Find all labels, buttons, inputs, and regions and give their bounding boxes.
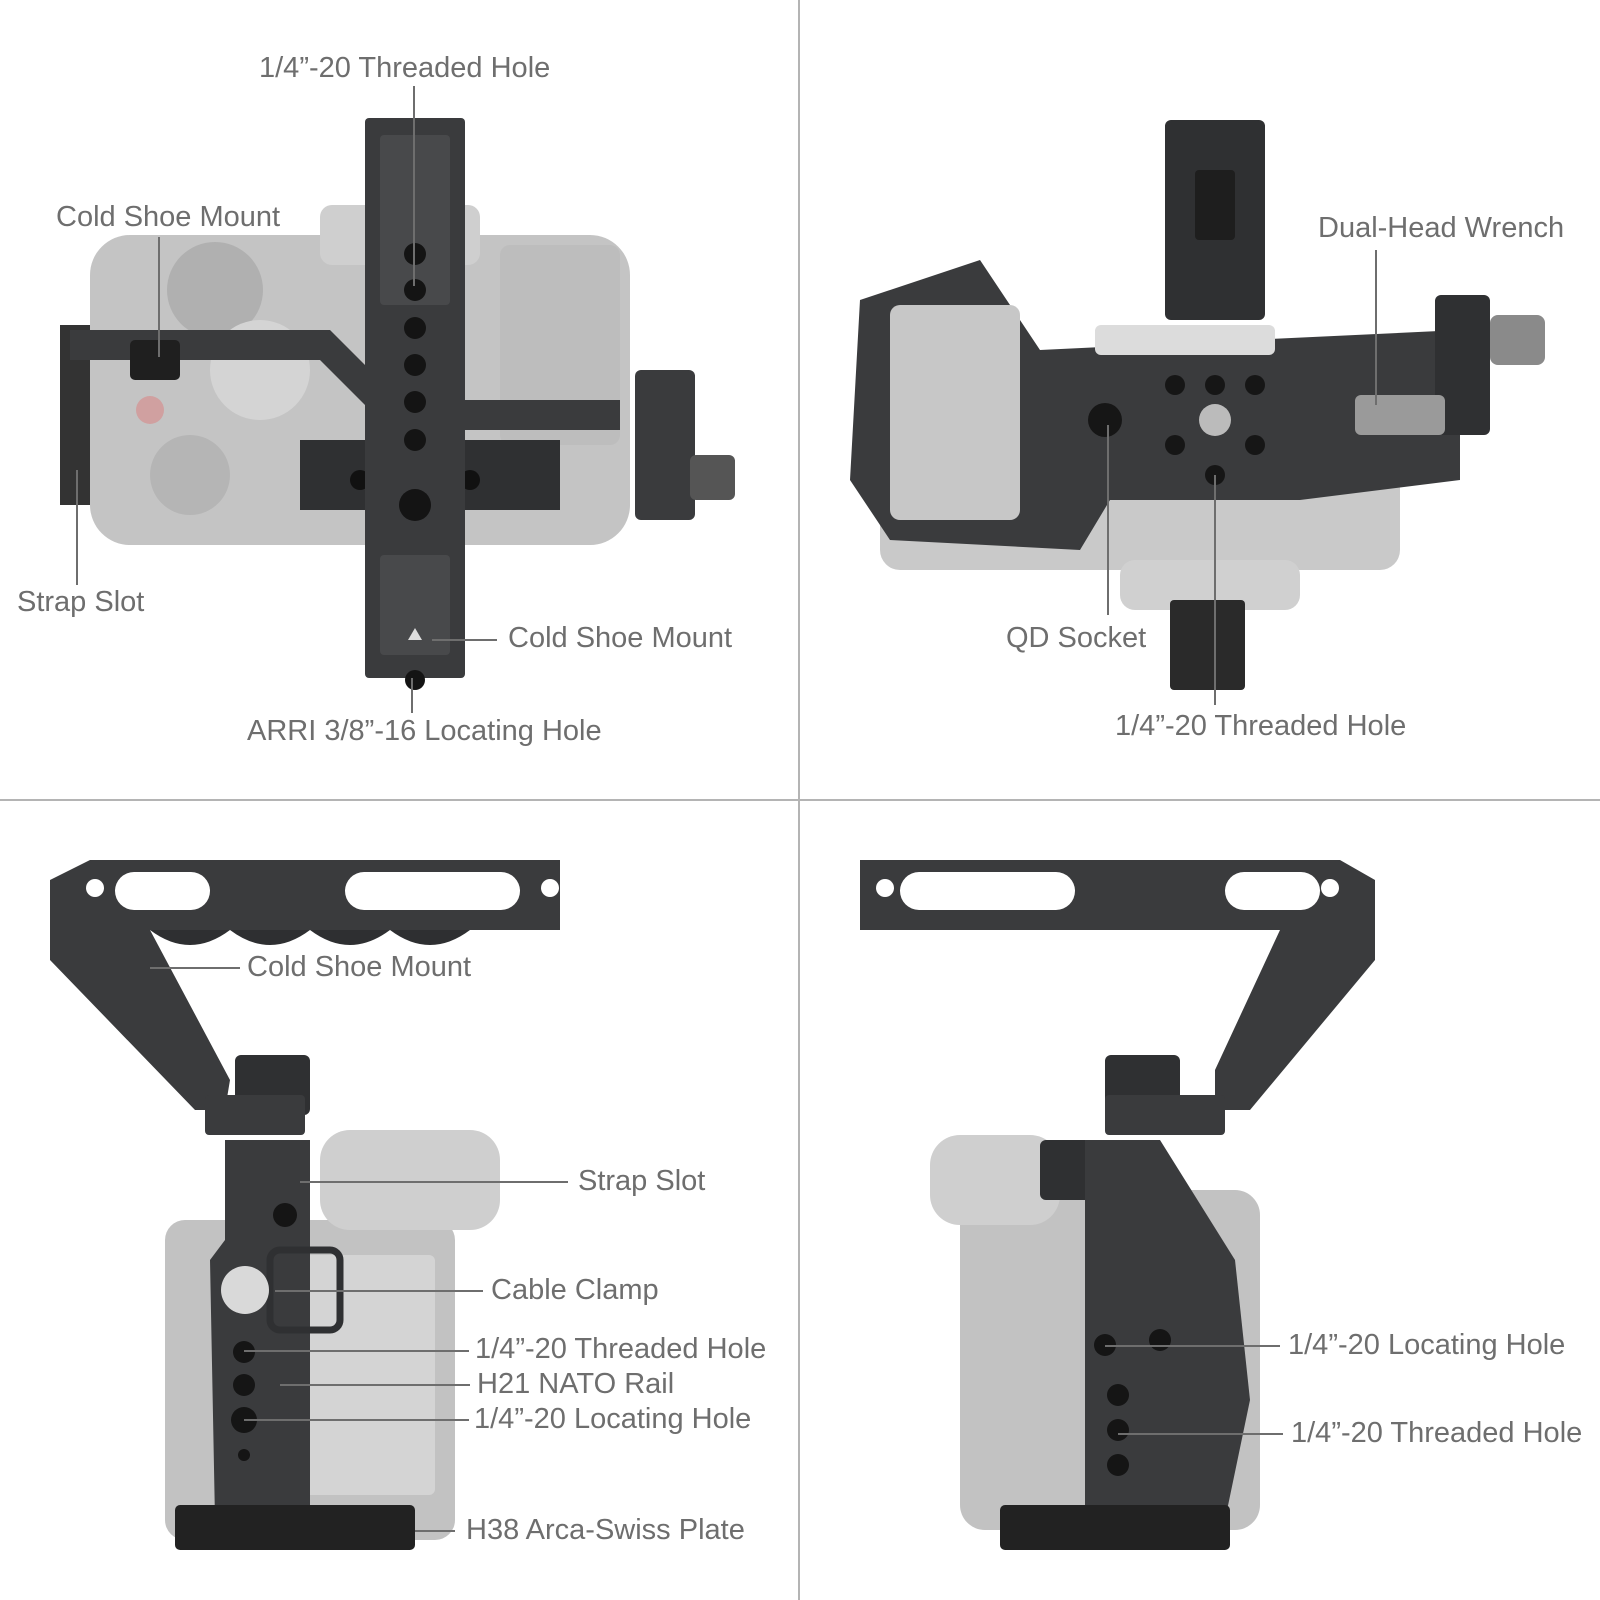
leader-strap-slot-side [300,1181,568,1183]
leader-arca-plate [415,1530,455,1532]
horizontal-divider [0,799,1600,801]
leader-cable-clamp [275,1290,483,1292]
label-cold-shoe-right: Cold Shoe Mount [508,622,733,654]
label-threaded-hole-top: 1/4”-20 Threaded Hole [259,52,551,84]
label-arri-hole: ARRI 3/8”-16 Locating Hole [247,715,602,747]
leader-nato-rail [280,1384,470,1386]
leader-cold-shoe-handle [150,967,240,969]
leader-qd-socket [1107,425,1109,615]
leader-locating-hole-side [244,1419,469,1421]
label-cold-shoe-left: Cold Shoe Mount [56,201,281,233]
label-locating-hole-side: 1/4”-20 Locating Hole [474,1403,752,1435]
label-arca-plate: H38 Arca-Swiss Plate [466,1514,745,1546]
right-side-view-cage [860,860,1375,1550]
label-locating-hole-right: 1/4”-20 Locating Hole [1288,1329,1566,1361]
label-dual-head-wrench: Dual-Head Wrench [1318,212,1565,244]
label-threaded-hole-side: 1/4”-20 Threaded Hole [475,1333,767,1365]
leader-cold-shoe-left [158,237,160,357]
label-strap-slot-side: Strap Slot [578,1165,706,1197]
leader-locating-hole-right [1105,1345,1280,1347]
label-qd-socket: QD Socket [1006,622,1147,654]
leader-dual-head-wrench [1375,250,1377,405]
leader-arri-hole [411,678,413,713]
bottom-view-camera-cage [850,120,1545,690]
leader-strap-slot-top [76,470,78,585]
leader-cold-shoe-right [432,639,497,641]
label-cold-shoe-handle: Cold Shoe Mount [247,951,472,983]
leader-threaded-hole-top [413,86,415,286]
label-cable-clamp: Cable Clamp [491,1274,659,1306]
leader-threaded-hole-bottom [1214,475,1216,705]
label-strap-slot-top: Strap Slot [17,586,145,618]
top-view-camera-cage [60,118,735,690]
label-threaded-hole-bottom: 1/4”-20 Threaded Hole [1115,710,1407,742]
label-nato-rail: H21 NATO Rail [477,1368,675,1400]
label-threaded-hole-right: 1/4”-20 Threaded Hole [1291,1417,1583,1449]
leader-threaded-hole-right [1118,1433,1283,1435]
leader-threaded-hole-side [244,1350,469,1352]
left-side-view-cage [50,860,560,1550]
